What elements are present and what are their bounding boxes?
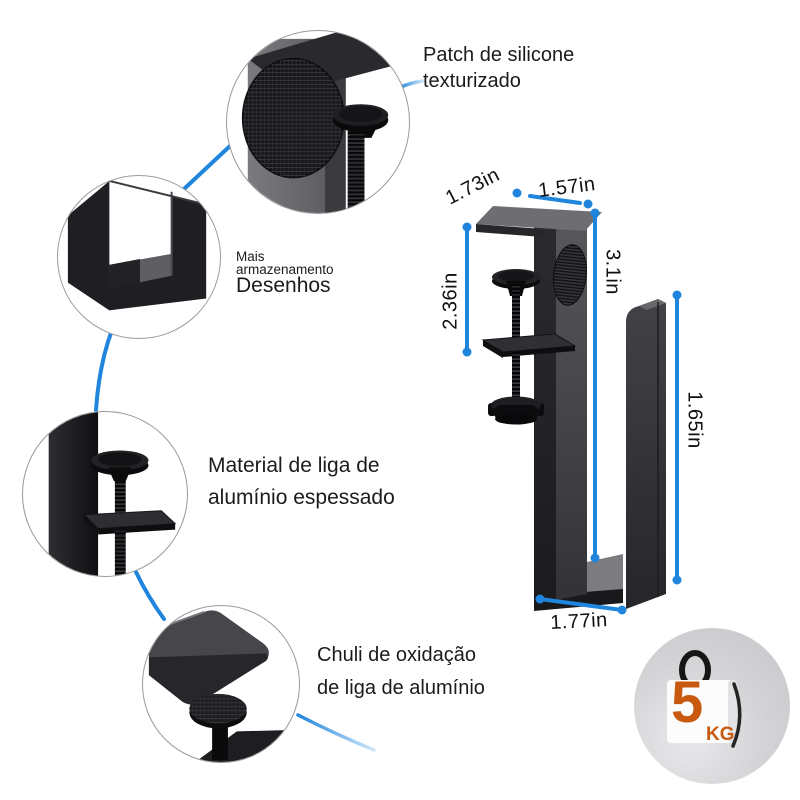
label-oxidation-line1: Chuli de oxidação (317, 644, 476, 666)
dimension-dots (462, 188, 682, 615)
dimension-hook-height: 1.65in (683, 391, 706, 449)
product-illustration (462, 188, 682, 615)
dimension-inner-height: 3.1in (601, 249, 624, 295)
load-capacity-badge: 5 KG (634, 628, 790, 784)
badge-weight-unit: KG (706, 724, 735, 745)
texture-patch-icon (553, 244, 587, 306)
label-patch-line2: texturizado (423, 70, 521, 92)
label-storage-line1: Mais (236, 249, 265, 264)
dimension-clamp-opening: 2.36in (439, 272, 462, 330)
callout-circle-clamp (142, 605, 300, 763)
clamp-closeup-illustration (148, 610, 299, 762)
screw-closeup-illustration (48, 412, 177, 576)
label-oxidation-line2: de liga de alumínio (317, 677, 485, 699)
storage-closeup-illustration (67, 179, 207, 311)
texture-patch-icon (241, 57, 345, 179)
label-storage-line2: armazenamento (236, 262, 334, 277)
label-patch-line1: Patch de silicone (423, 44, 575, 66)
label-material-line2: alumínio espessado (208, 486, 395, 509)
callout-circle-patch (226, 30, 410, 214)
label-storage: Mais armazenamento Desenhos (236, 249, 334, 297)
patch-closeup-illustration (241, 31, 402, 213)
dimension-lines (465, 194, 679, 612)
weight-icon (667, 650, 742, 748)
badge-weight-value: 5 (671, 670, 704, 735)
label-material-line1: Material de liga de (208, 454, 380, 477)
label-oxidation: Chuli de oxidação de liga de alumínio (317, 639, 485, 705)
callout-circle-storage (57, 175, 221, 339)
callout-circle-screw (22, 411, 188, 577)
texture-knob-icon (189, 693, 247, 729)
label-patch: Patch de silicone texturizado (423, 42, 574, 94)
label-storage-line3: Desenhos (236, 274, 331, 297)
dimension-bottom-width: 1.77in (549, 609, 609, 634)
label-material: Material de liga de alumínio espessado (208, 450, 395, 514)
